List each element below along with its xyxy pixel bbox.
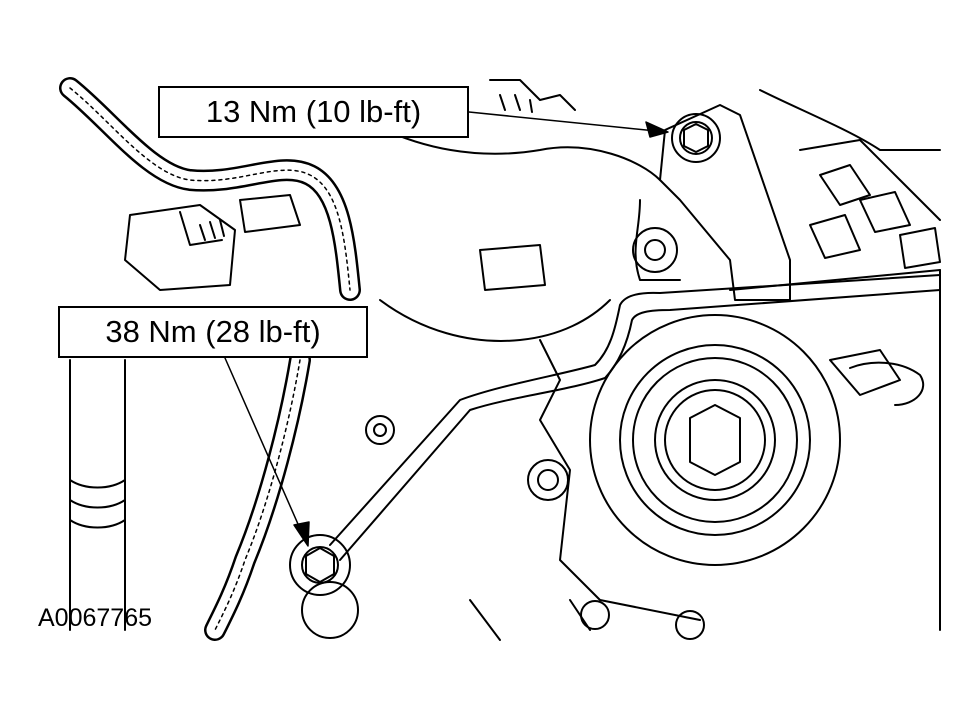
lower-bolt [289, 534, 705, 640]
idler-pulley [589, 314, 841, 566]
lower-bolt-torque-callout: 38 Nm (28 lb-ft) [58, 306, 368, 358]
upper-leader-line [468, 111, 667, 133]
engine-block [364, 79, 941, 641]
lower-leader-line [224, 357, 306, 541]
upper-bracket [632, 104, 941, 301]
lower-bolt-torque-label: 38 Nm (28 lb-ft) [105, 314, 321, 349]
electrical-connector [124, 194, 301, 291]
wiring-harness [59, 77, 361, 641]
support-brace [329, 274, 941, 561]
figure-id-label: A0067765 [38, 604, 153, 632]
upper-bolt-torque-callout: 13 Nm (10 lb-ft) [158, 86, 469, 138]
leader-lines [224, 111, 669, 547]
lower-arrowhead [293, 521, 310, 547]
coolant-hose [69, 359, 126, 631]
upper-bolt-torque-label: 13 Nm (10 lb-ft) [205, 94, 422, 129]
upper-bolt [671, 113, 721, 163]
upper-arrowhead [645, 121, 669, 138]
